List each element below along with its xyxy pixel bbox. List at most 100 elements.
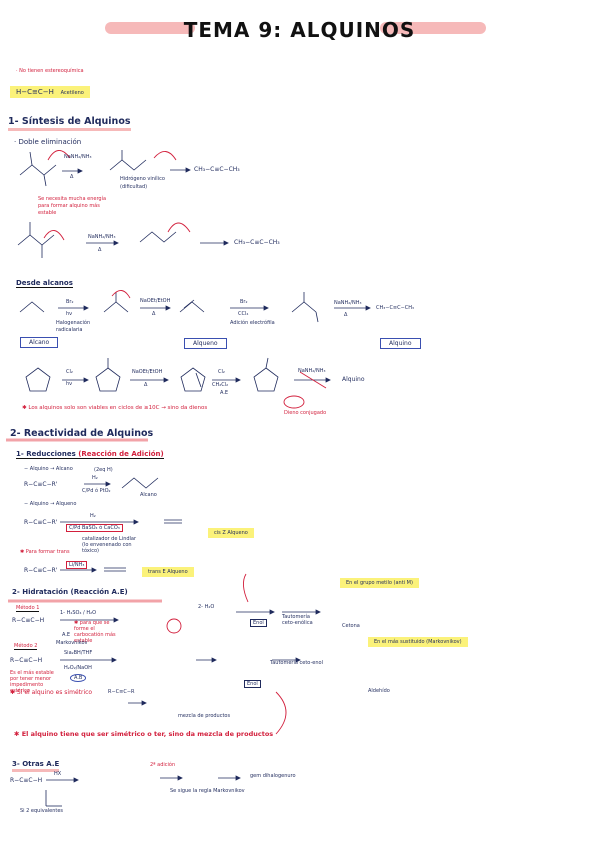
note-adicion: Adición electrófila <box>230 320 275 326</box>
reaction-1-product: CH₃−C≡C−CH₃ <box>194 166 240 173</box>
eq3-product-tag: trans E Alqueno <box>142 567 194 577</box>
m1-note: ✱ para que se forme el carbocatión más e… <box>74 620 116 644</box>
otras-ae-heading: 3- Otras A.E <box>12 760 60 772</box>
eq2-reagent-a: H₂ <box>90 513 96 519</box>
eq1-left: R−C≡C−R' <box>24 481 58 488</box>
reagent-3b: hν <box>66 311 72 317</box>
reagent-5a: Br₂ <box>240 299 248 305</box>
eq1-note: (2eq H) <box>94 467 113 473</box>
tautomeria-1: Tautomería ceto-enólica <box>282 614 313 626</box>
tautomeria-2: Tautomería ceto-enol <box>270 660 323 666</box>
reaction-6-product: CH₃−C≡C−CH₃ <box>376 305 415 311</box>
reducciones-type: (Reacción de Adición) <box>78 450 164 458</box>
cetona-label: Cetona <box>342 623 360 629</box>
otras-note-2: Si 2 equivalentes <box>20 808 64 814</box>
reaction-2-heat: Δ <box>98 247 102 253</box>
note-dieno: Dieno conjugado <box>284 410 327 416</box>
reaction-2-product: CH₃−C≡C−CH₃ <box>234 239 280 246</box>
reagent-4b: Δ <box>152 311 156 317</box>
eq1-product: Alcano <box>140 492 157 498</box>
eq3-left: R−C≡C−R' <box>24 567 58 574</box>
m2-left: R−C≡C−H <box>10 657 43 664</box>
alquino-alqueno-line: − Alquino → Alqueno <box>24 501 77 507</box>
reagent-7a: Cl₂ <box>66 369 73 375</box>
otras-product: gem dihalogenuro <box>250 773 296 779</box>
otras-note-1: 2ª adición <box>150 762 176 768</box>
reagent-3a: Br₂ <box>66 299 74 305</box>
doble-eliminacion-label: · Doble eliminación <box>14 138 82 146</box>
alquino-alcano-line: − Alquino → Alcano <box>24 466 73 472</box>
hidratacion-label: 2- Hidratación <box>12 588 69 596</box>
otras-note-3: Se sigue la regla Markovnikov <box>170 788 245 794</box>
reagent-9b: CH₂Cl₂ <box>212 382 229 388</box>
otras-left: R−C≡C−H <box>10 777 43 784</box>
reducciones-label: 1- Reducciones <box>16 450 76 458</box>
note-energia: Se necesita mucha energía para formar al… <box>38 196 107 216</box>
eq2-product-tag: cis Z Alqueno <box>208 528 254 538</box>
enol-box-2: Enol <box>244 680 261 688</box>
metodo-1-label: Método 1 <box>16 605 40 612</box>
aldehido-label: Aldehído <box>368 688 390 694</box>
enol-box-1: Enol <box>250 619 267 627</box>
mezcla-label: mezcla de productos <box>178 713 231 719</box>
title-highlight-left <box>105 22 195 34</box>
eq3-reagent-a: Li/NH₃ <box>66 561 88 569</box>
reagent-9a: Cl₂ <box>218 369 225 375</box>
acetylene-name: Acetileno <box>60 90 84 96</box>
reagent-6b: Δ <box>344 312 348 318</box>
m2-reagent-a: Sia₂BH/THF <box>64 650 93 656</box>
m1-water: 2- H₂O <box>198 604 215 610</box>
m1-left: R−C≡C−H <box>12 617 45 624</box>
symmetric-note: ✱ Si el alquino es simétrico <box>10 689 93 696</box>
eq2-reagent-b: C/Pd BaSO₄ ó CaCO₃ <box>66 524 123 532</box>
aldehido-note: En el más sustituido (Markovnikov) <box>368 637 468 647</box>
reaction-10-product: Alquino <box>342 376 365 383</box>
eq2-left: R−C≡C−R' <box>24 519 58 526</box>
reagent-5b: CCl₄ <box>238 311 249 317</box>
otras-reagent: HX <box>54 771 62 777</box>
reagent-6a: NaNH₂/NH₃ <box>334 300 362 306</box>
cycle-warning: ✱ Los alquinos solo son viables en ciclo… <box>22 405 208 411</box>
intro-note: · No tienen estereoquímica <box>16 68 84 74</box>
alcano-box: Alcano <box>20 337 59 348</box>
trans-note: ✱ Para formar trans <box>20 549 70 555</box>
desde-alcanos-label: Desde alcanos <box>16 279 73 288</box>
reagent-7b: hν <box>66 381 72 387</box>
alqueno-box: Alqueno <box>184 338 227 349</box>
eq2-note: catalizador de Lindlar (lo envenenado co… <box>82 536 137 554</box>
symmetric-warning: ✱ El alquino tiene que ser simétrico o t… <box>14 730 274 738</box>
page-title: TEMA 9: ALQUINOS <box>183 18 416 42</box>
symmetric-formula: R−C≡C−R <box>108 689 135 695</box>
reagent-4a: NaOEt/EtOH <box>140 298 171 304</box>
m1-reagent: 1- H₂SO₄ / H₂O <box>60 610 97 616</box>
section-2-heading: 2- Reactividad de Alquinos <box>10 428 154 439</box>
acetylene-box: H−C≡C−H Acetileno <box>10 86 90 98</box>
reagent-8a: NaOEt/EtOH <box>132 369 163 375</box>
hidratacion-heading: 2- Hidratación (Reacción A.E) <box>12 588 128 596</box>
reducciones-heading: 1- Reducciones (Reacción de Adición) <box>16 450 164 459</box>
m1-markovnikov: Markovnikov <box>56 640 88 646</box>
reaction-2-reagent: NaNH₂/NH₃ <box>88 234 116 240</box>
eq1-reagent-a: H₂ <box>92 475 98 481</box>
hidratacion-type: (Reacción A.E) <box>70 588 128 596</box>
m2-note: Es el más estable por tener menor impedi… <box>10 670 54 694</box>
acetylene-formula: H−C≡C−H <box>16 88 54 96</box>
note-vinylic-h: Hidrógeno vinílico <box>120 176 165 182</box>
alquino-box: Alquino <box>380 338 421 349</box>
reagent-10: NaNH₂/NH₃ <box>298 368 326 374</box>
reaction-1-reagent: NaNH₂/NH₃ <box>64 154 92 160</box>
ab-label: A.B <box>70 674 87 682</box>
note-dificultad: (dificultad) <box>120 184 148 190</box>
m1-ae: A.E <box>62 632 71 638</box>
methyl-ketone-note: En el grupo metilo (anti M) <box>340 578 419 588</box>
reagent-8b: Δ <box>144 382 148 388</box>
reagent-9c: A.E <box>220 390 229 396</box>
m2-reagent-b: H₂O₂/NaOH <box>64 665 92 671</box>
reaction-1-heat: Δ <box>70 174 74 180</box>
metodo-2-label: Método 2 <box>14 643 38 650</box>
eq1-reagent-b: C/Pd ó PtO₂ <box>82 488 111 494</box>
section-1-heading: 1- Síntesis de Alquinos <box>8 116 131 131</box>
title-highlight-right <box>380 22 486 34</box>
note-halogenacion: Halogenación radicalaria <box>56 320 91 333</box>
